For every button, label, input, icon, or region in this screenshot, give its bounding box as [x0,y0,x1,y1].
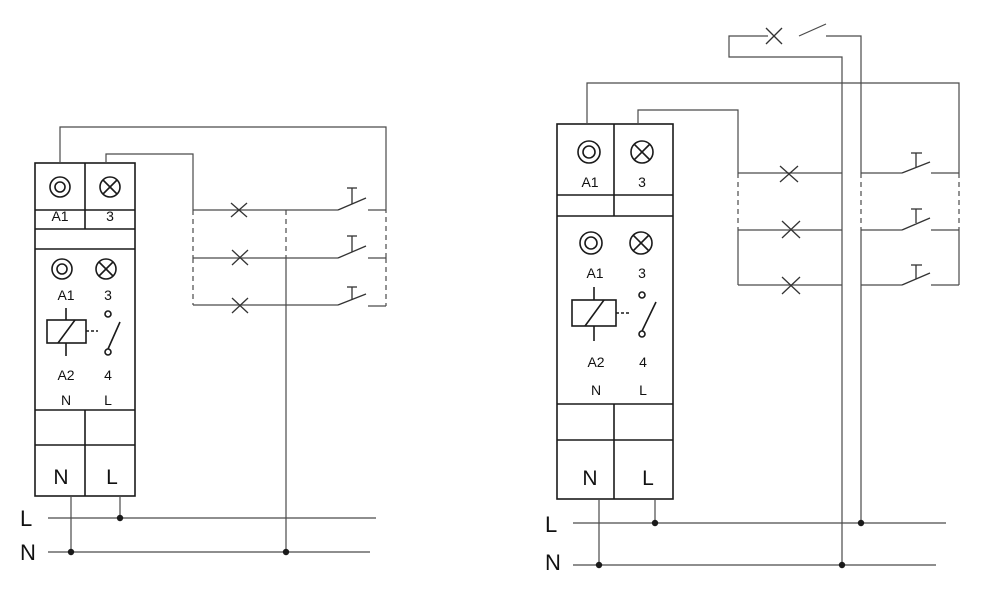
right-supply-rails: L N [545,512,946,575]
left-wiring [59,126,387,552]
pushbutton-icon [337,286,367,306]
left-n-big-label: N [53,466,68,489]
left-l-label: L [104,392,112,408]
lamp-icon [781,276,801,295]
right-diagram: A1 3 A1 3 [545,23,960,575]
right-a1-label: A1 [586,265,603,281]
lamp-icon [781,220,801,239]
pushbutton-icon [901,152,931,174]
right-l-big-label: L [642,467,654,490]
terminal-screw-icon [579,231,603,255]
pushbutton-icon [901,208,931,231]
lamp-icon [765,27,783,45]
right-top-a1-label: A1 [581,174,598,190]
right-relay-device: A1 3 A1 3 [556,123,674,500]
left-3-label: 3 [104,287,112,303]
right-n-label: N [591,382,601,398]
relay-coil-icon [46,308,98,356]
terminal-screw-icon [51,258,73,280]
left-n-label: N [61,392,71,408]
left-relay-device: A1 3 A1 3 [34,162,136,497]
left-diagram: A1 3 A1 3 [20,126,387,565]
lamp-icon [95,258,117,280]
right-l-label: L [639,382,647,398]
lamp-icon [99,176,121,198]
right-4-label: 4 [639,354,647,370]
left-l-big-label: L [106,466,118,489]
left-n-rail-label: N [20,540,36,565]
left-a2-label: A2 [57,367,74,383]
right-a2-label: A2 [587,354,604,370]
left-4-label: 4 [104,367,112,383]
relay-contact-icon [638,291,657,338]
relay-contact-icon [104,310,121,356]
lamp-icon [630,140,654,164]
pushbutton-icon [901,264,931,286]
right-3-label: 3 [638,265,646,281]
right-n-rail-label: N [545,550,561,575]
left-a1-label: A1 [57,287,74,303]
right-device-housing [556,123,674,500]
left-top-3-label: 3 [106,208,114,224]
lamp-icon [230,202,248,218]
pushbutton-icon [337,235,367,259]
right-top-3-label: 3 [638,174,646,190]
relay-coil-icon [571,287,630,341]
terminal-screw-icon [49,176,71,198]
left-supply-rails: L N [20,506,376,565]
left-top-a1-label: A1 [51,208,68,224]
right-wiring [586,23,960,565]
terminal-screw-icon [577,140,601,164]
lamp-icon [629,231,653,255]
pushbutton-icon [337,187,367,211]
lamp-icon [779,165,799,183]
lamp-icon [231,249,249,266]
right-l-rail-label: L [545,512,557,537]
lamp-icon [231,297,249,314]
left-l-rail-label: L [20,506,32,531]
right-n-big-label: N [582,467,597,490]
